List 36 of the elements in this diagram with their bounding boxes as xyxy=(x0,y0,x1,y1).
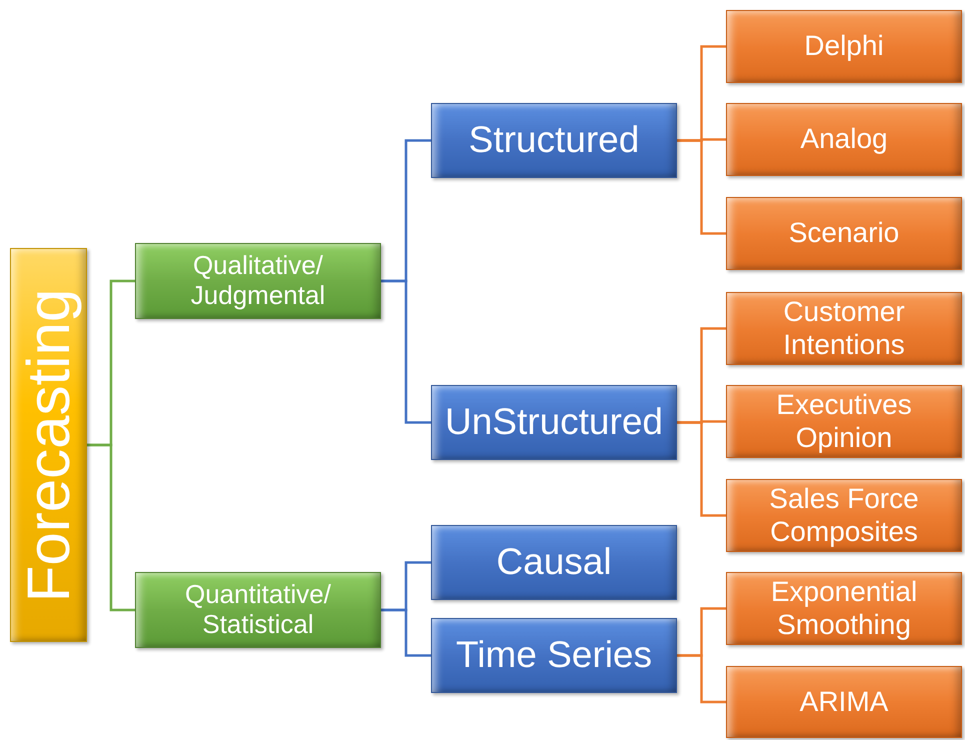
box-label: Forecasting xyxy=(14,288,83,602)
box-label: Structured xyxy=(468,119,640,162)
connector-line xyxy=(677,139,726,235)
category-box xyxy=(726,103,962,176)
box-label: Customer Intentions xyxy=(782,296,906,361)
category-box xyxy=(726,197,962,270)
connector-line xyxy=(677,421,726,517)
connector-line xyxy=(677,654,726,704)
box-label: Delphi xyxy=(804,30,884,63)
category-box xyxy=(726,292,962,365)
category-box xyxy=(431,618,677,693)
connector-line xyxy=(381,280,431,424)
category-box xyxy=(135,243,381,319)
box-label: Scenario xyxy=(788,217,900,250)
category-box xyxy=(726,666,962,738)
box-label: Quantitative/ Statistical xyxy=(184,580,332,640)
category-box xyxy=(10,248,87,642)
box-label: Sales Force Composites xyxy=(768,483,920,548)
box-label: Analog xyxy=(800,123,888,156)
category-box xyxy=(135,572,381,648)
box-label: Executives Opinion xyxy=(775,389,913,454)
category-box xyxy=(431,385,677,460)
connector-line xyxy=(381,608,431,657)
box-label: Time Series xyxy=(456,634,652,677)
category-box xyxy=(726,385,962,458)
category-box xyxy=(726,479,962,552)
category-box xyxy=(431,525,677,600)
box-label: UnStructured xyxy=(445,401,663,444)
box-label: Exponential Smoothing xyxy=(770,576,918,641)
connector-line xyxy=(87,444,135,612)
box-label: Qualitative/ Judgmental xyxy=(190,251,326,311)
category-box xyxy=(726,10,962,83)
category-box xyxy=(726,572,962,645)
category-box xyxy=(431,103,677,178)
box-label: Causal xyxy=(496,541,612,584)
box-label: ARIMA xyxy=(800,686,888,718)
